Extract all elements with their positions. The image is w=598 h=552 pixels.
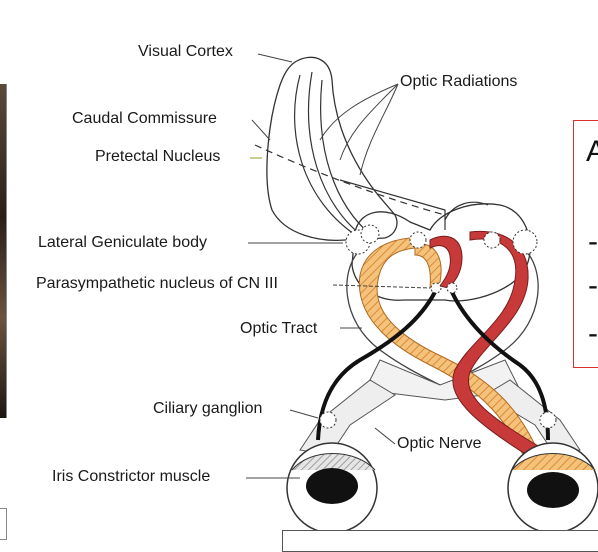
right-eye [507, 442, 598, 534]
optic-radiation-fiber-2 [308, 71, 366, 239]
ciliary-ganglion-right [539, 411, 557, 429]
ciliary-ganglion-left [319, 411, 337, 429]
leader-parasympathetic [332, 284, 431, 289]
visual-cortex-node [360, 224, 380, 244]
lateral-geniculate-right [512, 229, 538, 255]
side-box-bullet-3: - [588, 317, 598, 350]
visual-cortex-shape [266, 56, 398, 241]
pupillary-reflex-diagram [246, 53, 598, 534]
side-box-bullet-2: - [588, 269, 598, 302]
side-box-heading: A [586, 135, 598, 168]
pretectal-nucleus-left [409, 231, 427, 249]
parasympathetic-fiber-left [316, 291, 437, 441]
parasympathetic-fiber-right [450, 291, 550, 441]
edinger-westphal-left [430, 282, 442, 294]
left-eye [286, 442, 378, 534]
side-box-bullet-1: - [588, 225, 598, 258]
label-parasympathetic-nucleus: Parasympathetic nucleus of CN III [36, 275, 278, 292]
leader-optic-radiations [319, 83, 399, 176]
optic-radiation-fiber-1 [294, 74, 361, 239]
caudal-commissure-line [254, 144, 446, 216]
left-optic-tract-envelope [346, 249, 441, 386]
label-caudal-commissure: Caudal Commissure [72, 110, 217, 127]
optic-radiation-fiber-3 [320, 79, 373, 237]
side-text-box: A - - - [573, 120, 598, 368]
left-optic-nerve [299, 379, 396, 456]
efferent-pathway-right [452, 230, 546, 461]
right-optic-nerve [484, 379, 581, 456]
leader-visual-cortex [257, 53, 293, 63]
leader-optic-nerve [374, 427, 396, 445]
commissure-bracket [339, 179, 446, 230]
label-iris-constrictor: Iris Constrictor muscle [52, 468, 211, 485]
label-pretectal-nucleus: Pretectal Nucleus [95, 148, 221, 165]
label-optic-radiations: Optic Radiations [400, 73, 518, 90]
edinger-westphal-right [446, 282, 458, 294]
label-optic-tract: Optic Tract [240, 320, 318, 337]
label-lateral-geniculate: Lateral Geniculate body [38, 234, 207, 251]
pretectal-nucleus-right [483, 231, 501, 249]
leader-caudal-commissure [251, 119, 271, 141]
label-visual-cortex: Visual Cortex [138, 43, 233, 60]
label-optic-nerve: Optic Nerve [397, 435, 482, 452]
label-ciliary-ganglion: Ciliary ganglion [153, 400, 263, 417]
midbrain-top [444, 201, 489, 221]
afferent-pathway-to-nucleus [414, 243, 442, 289]
bottom-box-edge [282, 530, 598, 552]
left-photo-edge [0, 84, 7, 418]
leader-ciliary-ganglion [289, 409, 319, 419]
